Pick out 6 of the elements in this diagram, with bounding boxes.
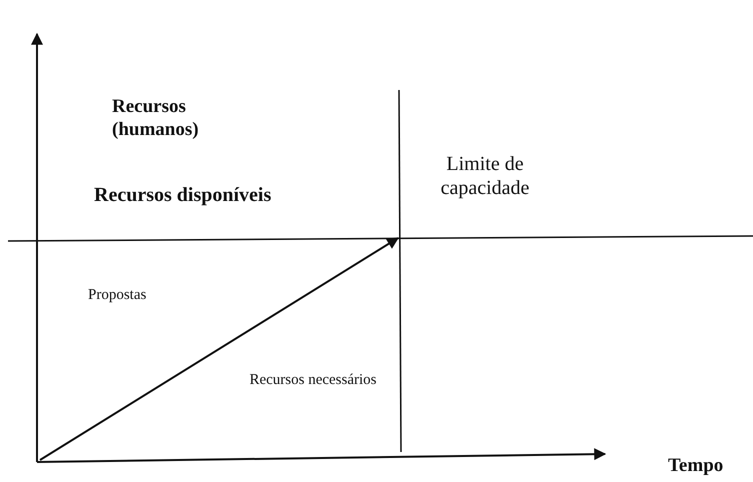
axis-label: Recursos (humanos) xyxy=(112,96,200,142)
chart-label: Limite de capacidade xyxy=(440,152,530,200)
chart-label: Recursos necessários xyxy=(248,371,378,389)
axis-label: Tempo xyxy=(668,455,724,478)
chart-label: Recursos disponíveis xyxy=(94,183,272,207)
chart-label: Propostas xyxy=(88,286,148,304)
